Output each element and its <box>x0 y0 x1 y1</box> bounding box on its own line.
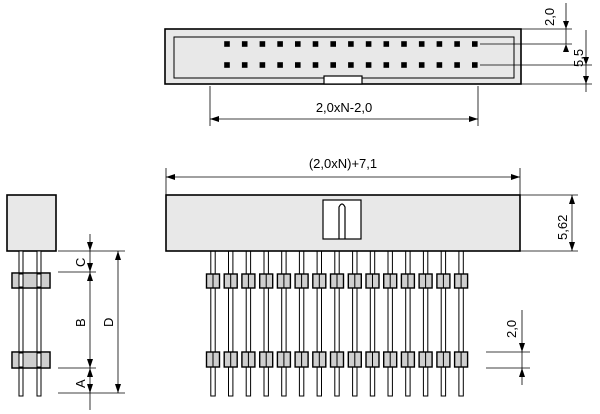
front-view-pin <box>387 250 393 397</box>
top-view-body <box>164 28 522 85</box>
dim-label-d: D <box>101 318 116 327</box>
top-view-pin <box>295 41 301 47</box>
side-view-pin <box>36 273 42 288</box>
front-view-pin <box>210 250 216 397</box>
side-view: C B A D <box>6 194 125 410</box>
arrow-down <box>569 242 575 251</box>
top-view-pin <box>224 41 230 47</box>
top-view-pin <box>348 62 354 68</box>
arrow-up <box>87 272 93 281</box>
arrow-up <box>569 195 575 204</box>
arrow-up <box>87 368 93 377</box>
front-view-pin <box>263 250 269 397</box>
front-view-pin <box>440 250 447 397</box>
front-view-pin <box>422 250 429 397</box>
arrow-down <box>519 343 525 352</box>
top-view-pin <box>472 41 478 47</box>
top-view-pin <box>259 41 266 47</box>
front-view-pin <box>405 250 411 397</box>
dim-label-width: (2,0xN)+7,1 <box>309 156 377 171</box>
front-view-pin <box>298 250 305 397</box>
top-view-pin <box>365 62 372 68</box>
arrow-left <box>166 174 175 180</box>
side-view-pin <box>36 352 42 368</box>
front-view-key <box>322 199 362 240</box>
top-view-pin <box>277 41 283 47</box>
front-view-pins <box>205 250 469 397</box>
top-view-pin <box>472 62 478 68</box>
front-view-pin <box>369 250 376 397</box>
front-view-pin <box>228 250 234 397</box>
top-view-pin <box>454 62 460 68</box>
top-view-pin <box>436 41 443 47</box>
front-view-pin <box>352 250 358 397</box>
dim-label-c: C <box>73 258 88 267</box>
arrow-down <box>87 263 93 272</box>
top-view-pin <box>277 62 283 68</box>
top-view-pin <box>401 62 407 68</box>
top-view-pin <box>224 62 230 68</box>
front-view: (2,0xN)+7,1 5,62 2,0 <box>165 156 578 397</box>
arrow-left <box>210 116 219 122</box>
arrow-down <box>87 359 93 368</box>
arrow-down <box>583 76 589 84</box>
top-view-pin <box>383 41 390 47</box>
dim-label-a: A <box>73 379 88 388</box>
top-view-pin <box>383 62 390 68</box>
side-view-pin <box>36 250 42 397</box>
top-view-pin <box>312 62 319 68</box>
top-view-pin <box>454 41 460 47</box>
top-view-pin <box>241 41 248 47</box>
arrow-right <box>469 116 478 122</box>
top-view-pin <box>418 41 425 47</box>
dim-label-b: B <box>73 318 88 327</box>
top-view-pin <box>312 41 319 47</box>
front-view-key-slot <box>338 203 346 239</box>
side-view-pin <box>18 352 24 368</box>
top-view-pin <box>295 62 301 68</box>
top-view-pin-grid <box>224 41 478 68</box>
top-view-pin <box>436 62 443 68</box>
dim-label-row-pitch: 5,5 <box>571 49 586 67</box>
arrow-up <box>519 368 525 377</box>
top-view-pin <box>330 41 336 47</box>
dim-label-height: 5,62 <box>555 215 570 240</box>
top-view-pin <box>401 41 407 47</box>
top-view: 2,0 5,5 2,0xN-2,0 <box>164 3 592 126</box>
top-view-pin <box>365 41 372 47</box>
dim-label-span: 2,0xN-2,0 <box>316 100 372 115</box>
dim-label-pin-pitch: 2,0 <box>504 320 519 338</box>
side-view-lower-spacer-fill <box>13 353 49 367</box>
top-view-pin <box>241 62 248 68</box>
arrow-down <box>583 57 589 65</box>
arrow-down <box>115 384 121 393</box>
front-view-pin <box>458 250 464 397</box>
front-view-pin <box>245 250 252 397</box>
arrow-down <box>563 21 569 29</box>
top-view-pin <box>330 62 336 68</box>
top-view-pin <box>418 62 425 68</box>
arrow-down <box>87 242 93 251</box>
arrow-up <box>115 251 121 260</box>
front-view-pin <box>334 250 340 397</box>
front-view-pin <box>281 250 287 397</box>
top-view-pin <box>348 41 354 47</box>
top-view-key-notch <box>323 75 363 85</box>
side-view-pin <box>18 250 24 397</box>
front-view-pin <box>316 250 323 397</box>
dim-label-top-offset: 2,0 <box>542 8 557 26</box>
side-view-upper-spacer-fill <box>13 274 49 287</box>
top-view-pin <box>259 62 266 68</box>
arrow-right <box>511 174 520 180</box>
side-view-body <box>6 194 57 252</box>
side-view-pin <box>18 273 24 288</box>
arrow-up <box>563 44 569 52</box>
arrow-down <box>87 384 93 393</box>
